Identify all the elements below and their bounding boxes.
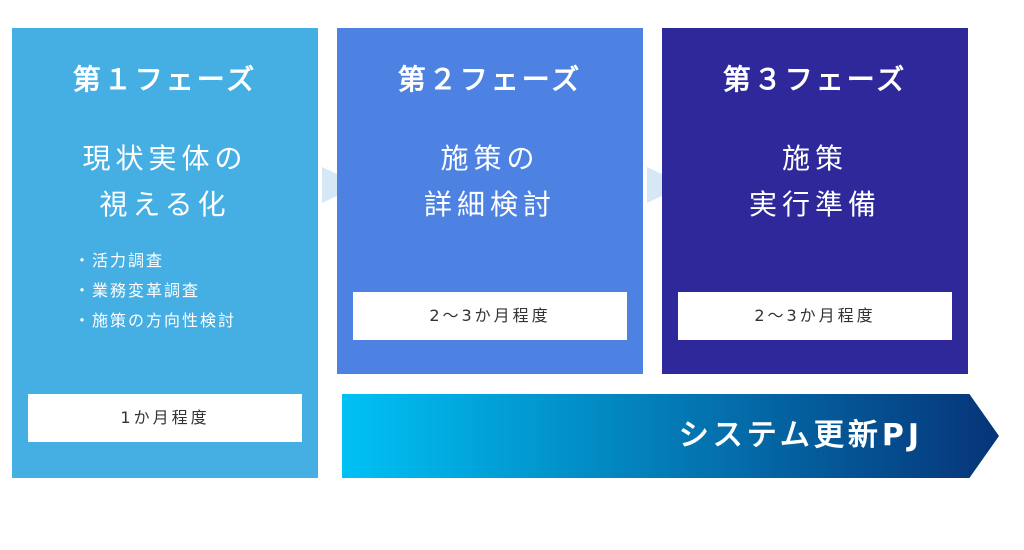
system-update-project-label: システム更新PJ	[678, 418, 923, 453]
phase-2-box: 第２フェーズ 施策の 詳細検討 2～3か月程度	[337, 28, 643, 374]
phase-1-box: 第１フェーズ 現状実体の 視える化 活力調査 業務変革調査 施策の方向性検討 1…	[12, 28, 318, 478]
phase-1-bullet-2: 業務変革調査	[74, 276, 236, 306]
phase-1-bullet-3: 施策の方向性検討	[74, 306, 236, 336]
phase-2-title: 第２フェーズ	[397, 63, 583, 96]
phase-2-heading: 施策の 詳細検討	[337, 136, 643, 228]
phase-2-heading-line-2: 詳細検討	[423, 188, 556, 221]
phase-3-duration: 2～3か月程度	[678, 292, 952, 340]
phase-3-heading-line-1: 施策	[781, 142, 848, 175]
phase-2-duration: 2～3か月程度	[353, 292, 627, 340]
phase-1-heading: 現状実体の 視える化	[12, 136, 318, 228]
phase-3-title: 第３フェーズ	[722, 63, 908, 96]
phase-1-bullet-1: 活力調査	[74, 246, 236, 276]
phase-1-title: 第１フェーズ	[72, 63, 258, 96]
phase-1-heading-line-2: 視える化	[99, 188, 231, 221]
phase-1-bullet-list: 活力調査 業務変革調査 施策の方向性検討	[74, 246, 236, 336]
phase-3-heading-line-2: 実行準備	[748, 188, 881, 221]
phase-3-heading: 施策 実行準備	[662, 136, 968, 228]
phase-2-heading-line-1: 施策の	[440, 142, 540, 175]
phase-1-heading-line-1: 現状実体の	[82, 142, 248, 175]
phase-3-box: 第３フェーズ 施策 実行準備 2～3か月程度	[662, 28, 968, 374]
phase-1-duration: 1か月程度	[28, 394, 302, 442]
system-update-project-arrow: システム更新PJ	[342, 394, 999, 478]
